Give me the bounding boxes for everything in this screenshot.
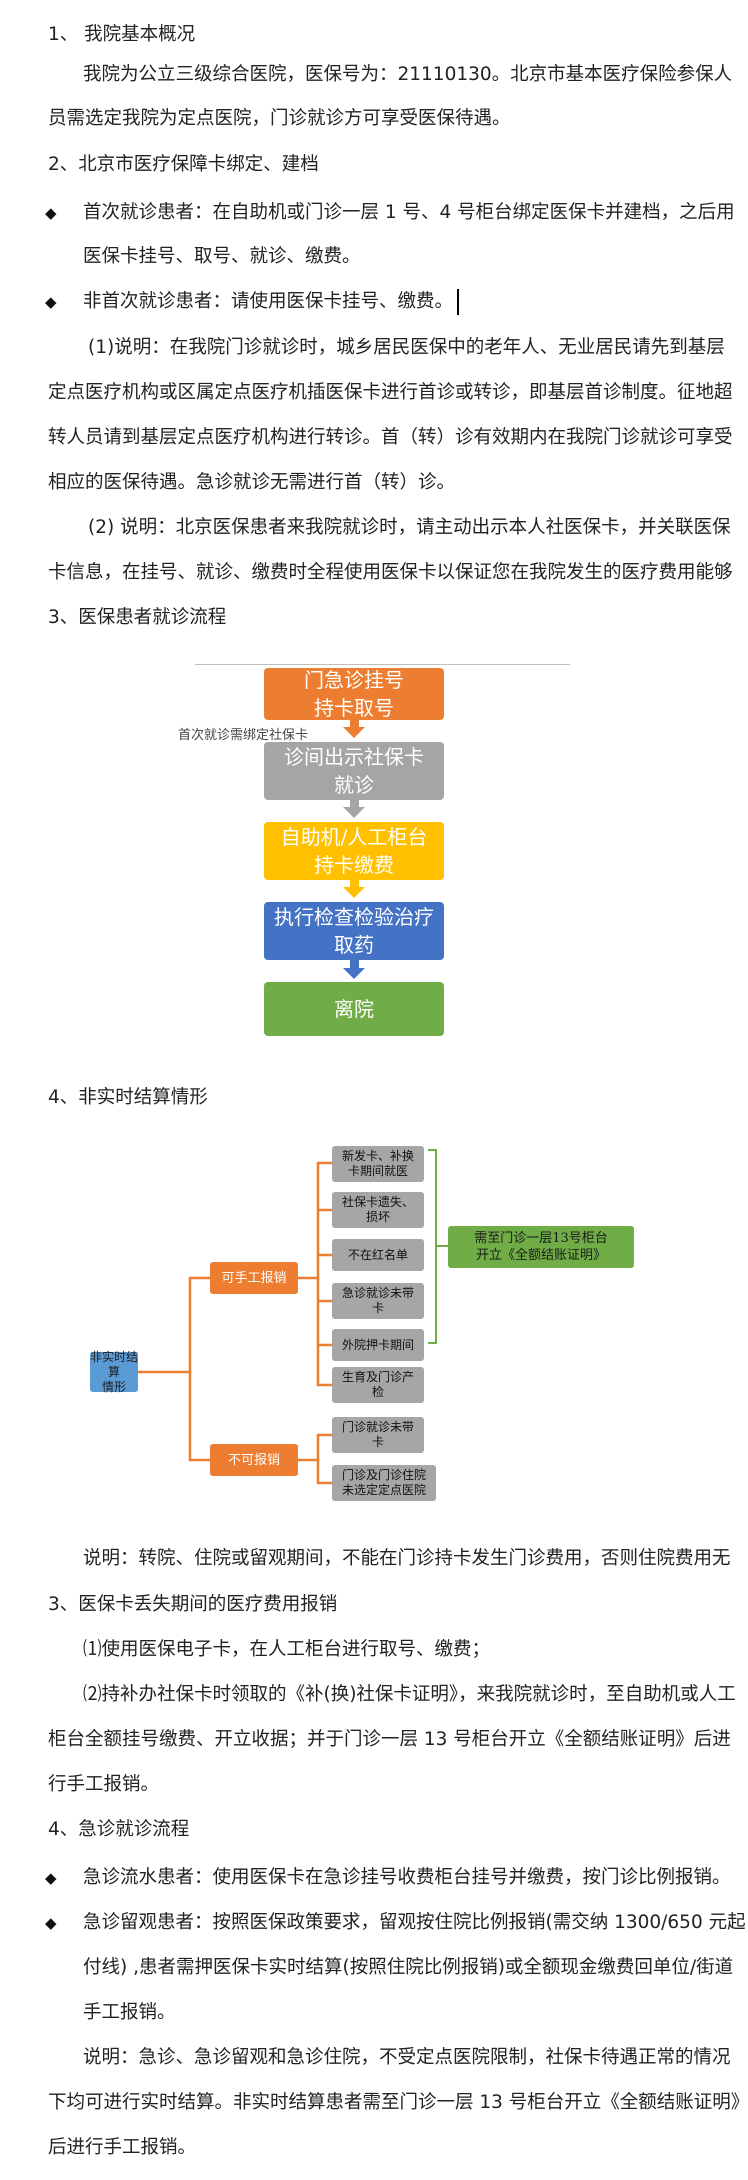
note-1-line-1: (1)说明：在我院门诊就诊时，城乡居民医保中的老年人、无业居民请先到基层 — [88, 337, 725, 358]
emergency-observe-line-1: 急诊留观患者：按照医保政策要求，留观按住院比例报销(需交纳 1300/650 元… — [83, 1912, 746, 1933]
flow-arrow-3-icon — [343, 887, 365, 898]
flow-arrow-4-icon — [343, 968, 365, 979]
tree-can-item-line-1: 新发卡、补换 — [341, 1149, 414, 1163]
emergency-walkin-line: 急诊流水患者：使用医保卡在急诊挂号收费柜台挂号并缴费，按门诊比例报销。 — [83, 1867, 731, 1888]
flow-step-register-line-2: 持卡取号 — [314, 696, 394, 720]
first-visit-line-1: 首次就诊患者：在自助机或门诊一层 1 号、4 号柜台绑定医保卡并建档，之后用 — [83, 202, 735, 223]
tree-cannot-item: 门诊就诊未带 卡 — [332, 1417, 424, 1453]
flow-step-exam-line-1: 执行检查检验治疗 — [274, 905, 434, 929]
flow-step-pay: 自助机/人工柜台 持卡缴费 — [264, 822, 444, 880]
section-3-heading: 3、医保患者就诊流程 — [48, 607, 227, 628]
diamond-bullet-icon: ◆ — [45, 1914, 57, 1932]
flowchart-top-rule — [195, 664, 570, 665]
flow-arrow-1-icon — [343, 727, 365, 738]
flow-step-leave-label: 离院 — [334, 997, 374, 1021]
tree-can-item-line-2: 损坏 — [365, 1210, 390, 1224]
section-2-heading: 2、北京市医疗保障卡绑定、建档 — [48, 154, 319, 175]
tree-root-line-2: 情形 — [101, 1379, 126, 1394]
lost-card-item-2-line-1: ⑵持补办社保卡时领取的《补(换)社保卡证明》，来我院就诊时，至自助机或人工 — [83, 1684, 736, 1705]
diamond-bullet-icon: ◆ — [45, 293, 57, 311]
section-5-heading: 3、医保卡丢失期间的医疗费用报销 — [48, 1594, 338, 1615]
tree-cannot-item-line-1: 门诊就诊未带 — [341, 1420, 414, 1434]
flow-step-pay-line-1: 自助机/人工柜台 — [280, 825, 428, 849]
flow-arrow-2-stem — [350, 800, 359, 807]
section-1-paragraph-line-2: 员需选定我院为定点医院，门诊就诊方可享受医保待遇。 — [48, 108, 511, 129]
note-1-line-4: 相应的医保待遇。急诊就诊无需进行首（转）诊。 — [48, 472, 456, 493]
flow-side-note: 首次就诊需绑定社保卡 — [178, 728, 309, 743]
non-first-visit-text: 非首次就诊患者：请使用医保卡挂号、缴费。 — [83, 291, 454, 312]
tree-can-reimburse-node: 可手工报销 — [210, 1262, 298, 1294]
tree-result-line-1: 需至门诊一层13号柜台 — [474, 1231, 608, 1246]
section-4-heading: 4、非实时结算情形 — [48, 1087, 208, 1108]
tree-can-item-line-1: 生育及门诊产 — [341, 1370, 414, 1384]
tree-cannot-item-line-2: 卡 — [371, 1435, 384, 1449]
tree-result-node: 需至门诊一层13号柜台 开立《全额结账证明》 — [448, 1226, 634, 1268]
flow-arrow-2-icon — [343, 807, 365, 818]
diamond-bullet-icon: ◆ — [45, 204, 57, 222]
tree-can-item: 急诊就诊未带 卡 — [332, 1283, 424, 1319]
emergency-note-line-1: 说明：急诊、急诊留观和急诊住院，不受定点医院限制，社保卡待遇正常的情况 — [83, 2047, 731, 2068]
flow-arrow-3-stem — [350, 880, 359, 887]
section-4-note: 说明：转院、住院或留观期间，不能在门诊持卡发生门诊费用，否则住院费用无 — [83, 1548, 731, 1569]
tree-can-item: 新发卡、补换 卡期间就医 — [332, 1146, 424, 1182]
tree-cannot-reimburse-node: 不可报销 — [210, 1444, 298, 1476]
lost-card-item-1: ⑴使用医保电子卡，在人工柜台进行取号、缴费； — [83, 1639, 491, 1660]
text-cursor — [457, 289, 460, 315]
note-2-line-1: (2) 说明：北京医保患者来我院就诊时，请主动出示本人社医保卡，并关联医保 — [88, 517, 731, 538]
tree-can-item-line-1: 社保卡遗失、 — [341, 1195, 414, 1209]
lost-card-item-2-line-3: 行手工报销。 — [48, 1774, 160, 1795]
note-1-line-2: 定点医疗机构或区属定点医疗机插医保卡进行首诊或转诊，即基层首诊制度。征地超 — [48, 382, 733, 403]
note-2-line-2: 卡信息，在挂号、就诊、缴费时全程使用医保卡以保证您在我院发生的医疗费用能够 — [48, 562, 733, 583]
tree-can-item-line-2: 卡期间就医 — [347, 1164, 408, 1178]
tree-can-item-line-1: 不在红名单 — [347, 1247, 408, 1262]
flow-step-exam: 执行检查检验治疗 取药 — [264, 902, 444, 960]
flow-step-exam-line-2: 取药 — [334, 933, 374, 957]
section-1-heading: 1、 我院基本概况 — [48, 24, 196, 45]
tree-root-node: 非实时结算 情形 — [90, 1349, 139, 1394]
tree-can-item: 社保卡遗失、 损坏 — [332, 1192, 424, 1228]
emergency-observe-line-3: 手工报销。 — [83, 2002, 176, 2023]
flow-step-consult-line-1: 诊间出示社保卡 — [284, 745, 424, 769]
flow-step-register: 门急诊挂号 持卡取号 — [264, 668, 444, 720]
tree-can-item-line-2: 卡 — [371, 1301, 384, 1315]
tree-can-item-line-1: 外院押卡期间 — [341, 1337, 414, 1352]
flow-arrow-1-stem — [350, 720, 359, 727]
flow-step-register-line-1: 门急诊挂号 — [304, 668, 404, 692]
tree-root-line-1: 非实时结算 — [90, 1349, 139, 1379]
note-1-line-3: 转人员请到基层定点医疗机构进行转诊。首（转）诊有效期内在我院门诊就诊可享受 — [48, 427, 733, 448]
tree-can-item: 生育及门诊产 检 — [332, 1367, 424, 1403]
diamond-bullet-icon: ◆ — [45, 1869, 57, 1887]
section-6-heading: 4、急诊就诊流程 — [48, 1819, 190, 1840]
emergency-note-line-3: 后进行手工报销。 — [48, 2137, 197, 2158]
first-visit-line-2: 医保卡挂号、取号、就诊、缴费。 — [83, 246, 361, 267]
non-first-visit-line: 非首次就诊患者：请使用医保卡挂号、缴费。 — [83, 289, 460, 315]
lost-card-item-2-line-2: 柜台全额挂号缴费、开立收据；并于门诊一层 13 号柜台开立《全额结账证明》后进 — [48, 1729, 731, 1750]
flow-step-consult: 诊间出示社保卡 就诊 — [264, 742, 444, 800]
flow-step-leave: 离院 — [264, 982, 444, 1036]
tree-result-line-2: 开立《全额结账证明》 — [475, 1248, 606, 1263]
flow-step-consult-line-2: 就诊 — [334, 773, 374, 797]
emergency-observe-line-2: 付线) ,患者需押医保卡实时结算(按照住院比例报销)或全额现金缴费回单位/街道 — [83, 1957, 734, 1978]
tree-cannot-item: 门诊及门诊住院 未选定定点医院 — [332, 1465, 436, 1501]
emergency-note-line-2: 下均可进行实时结算。非实时结算患者需至门诊一层 13 号柜台开立《全额结账证明》 — [48, 2092, 748, 2113]
tree-can-item-line-2: 检 — [371, 1385, 384, 1399]
flow-step-pay-line-2: 持卡缴费 — [314, 853, 394, 877]
section-1-paragraph-line-1: 我院为公立三级综合医院，医保号为：21110130。北京市基本医疗保险参保人 — [83, 64, 733, 85]
tree-can-item: 不在红名单 — [332, 1239, 424, 1271]
tree-cannot-item-line-2: 未选定定点医院 — [341, 1483, 426, 1497]
tree-connectors — [138, 1149, 448, 1485]
tree-cannot-item-line-1: 门诊及门诊住院 — [341, 1468, 426, 1482]
tree-can-item: 外院押卡期间 — [332, 1329, 424, 1361]
tree-can-item-line-1: 急诊就诊未带 — [341, 1286, 414, 1300]
flow-arrow-4-stem — [350, 960, 359, 968]
